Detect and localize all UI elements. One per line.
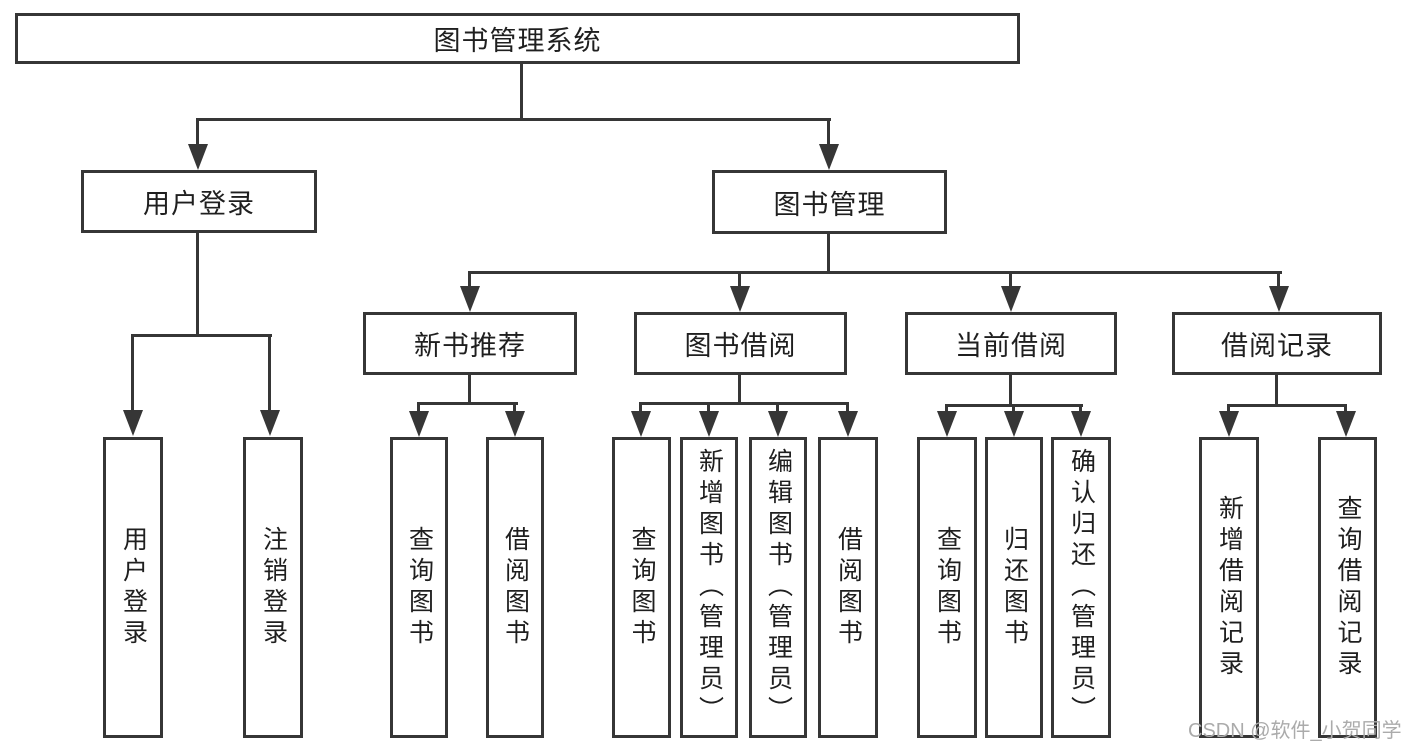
leaf-query-books-node: 查询图书 [917,437,977,738]
connector-line [468,375,471,404]
connector-line [513,402,516,414]
connector-line [1275,375,1278,406]
connector-line [1344,404,1347,414]
borrow-record-node: 借阅记录 [1172,312,1382,375]
connector-line [738,271,741,289]
leaf-add-books-admin-node: 新增图书（管理员） [680,437,738,738]
connector-line [639,402,849,405]
new-book-rec-node: 新书推荐 [363,312,577,375]
book-mgmt-node: 图书管理 [712,170,947,234]
connector-line [468,271,471,289]
connector-line [520,62,523,120]
connector-line [196,118,831,121]
arrowhead-down [631,411,651,437]
connector-line [1277,271,1280,289]
connector-line [1227,404,1230,414]
arrowhead-down [699,411,719,437]
connector-line [417,402,420,414]
leaf-return-books-node: 归还图书 [985,437,1043,738]
arrowhead-down [768,411,788,437]
arrowhead-down [1001,286,1021,312]
leaf-user-login-node: 用户登录 [103,437,163,738]
arrowhead-down [260,410,280,436]
connector-line [468,271,1282,274]
connector-line [417,402,518,405]
arrowhead-down [188,144,208,170]
leaf-logout-node: 注销登录 [243,437,303,738]
leaf-borrow-books-node: 借阅图书 [818,437,878,738]
csdn-watermark: CSDN @软件_小贺同学 [1188,720,1402,742]
arrowhead-down [123,410,143,436]
leaf-edit-books-admin-node: 编辑图书（管理员） [749,437,807,738]
leaf-borrow-books-node: 借阅图书 [486,437,544,738]
connector-line [639,402,642,414]
arrowhead-down [505,411,525,437]
connector-line [1227,404,1347,407]
leaf-add-borrow-record-node: 新增借阅记录 [1199,437,1259,738]
arrowhead-down [1336,411,1356,437]
current-borrow-node: 当前借阅 [905,312,1117,375]
arrowhead-down [1219,411,1239,437]
arrowhead-down [460,286,480,312]
book-borrow-node: 图书借阅 [634,312,847,375]
connector-line [827,234,830,274]
arrowhead-down [409,411,429,437]
connector-line [846,402,849,414]
leaf-confirm-return-admin-node: 确认归还（管理员） [1051,437,1111,738]
arrowhead-down [1004,411,1024,437]
root-node: 图书管理系统 [15,13,1020,64]
connector-line [1009,375,1012,406]
arrowhead-down [1269,286,1289,312]
user-login-node: 用户登录 [81,170,317,233]
leaf-query-books-node: 查询图书 [390,437,448,738]
arrowhead-down [730,286,750,312]
connector-line [776,402,779,414]
connector-line [738,375,741,404]
connector-line [131,334,134,412]
connector-line [1009,271,1012,289]
connector-line [827,118,830,148]
connector-line [196,118,199,148]
arrowhead-down [819,144,839,170]
connector-line [1079,404,1082,414]
connector-line [707,402,710,414]
connector-line [131,334,272,337]
leaf-query-borrow-record-node: 查询借阅记录 [1318,437,1377,738]
leaf-query-books-node: 查询图书 [612,437,671,738]
connector-line [268,334,271,412]
connector-line [196,233,199,337]
arrowhead-down [838,411,858,437]
connector-line [1012,404,1015,414]
arrowhead-down [1071,411,1091,437]
arrowhead-down [937,411,957,437]
connector-line [945,404,948,414]
